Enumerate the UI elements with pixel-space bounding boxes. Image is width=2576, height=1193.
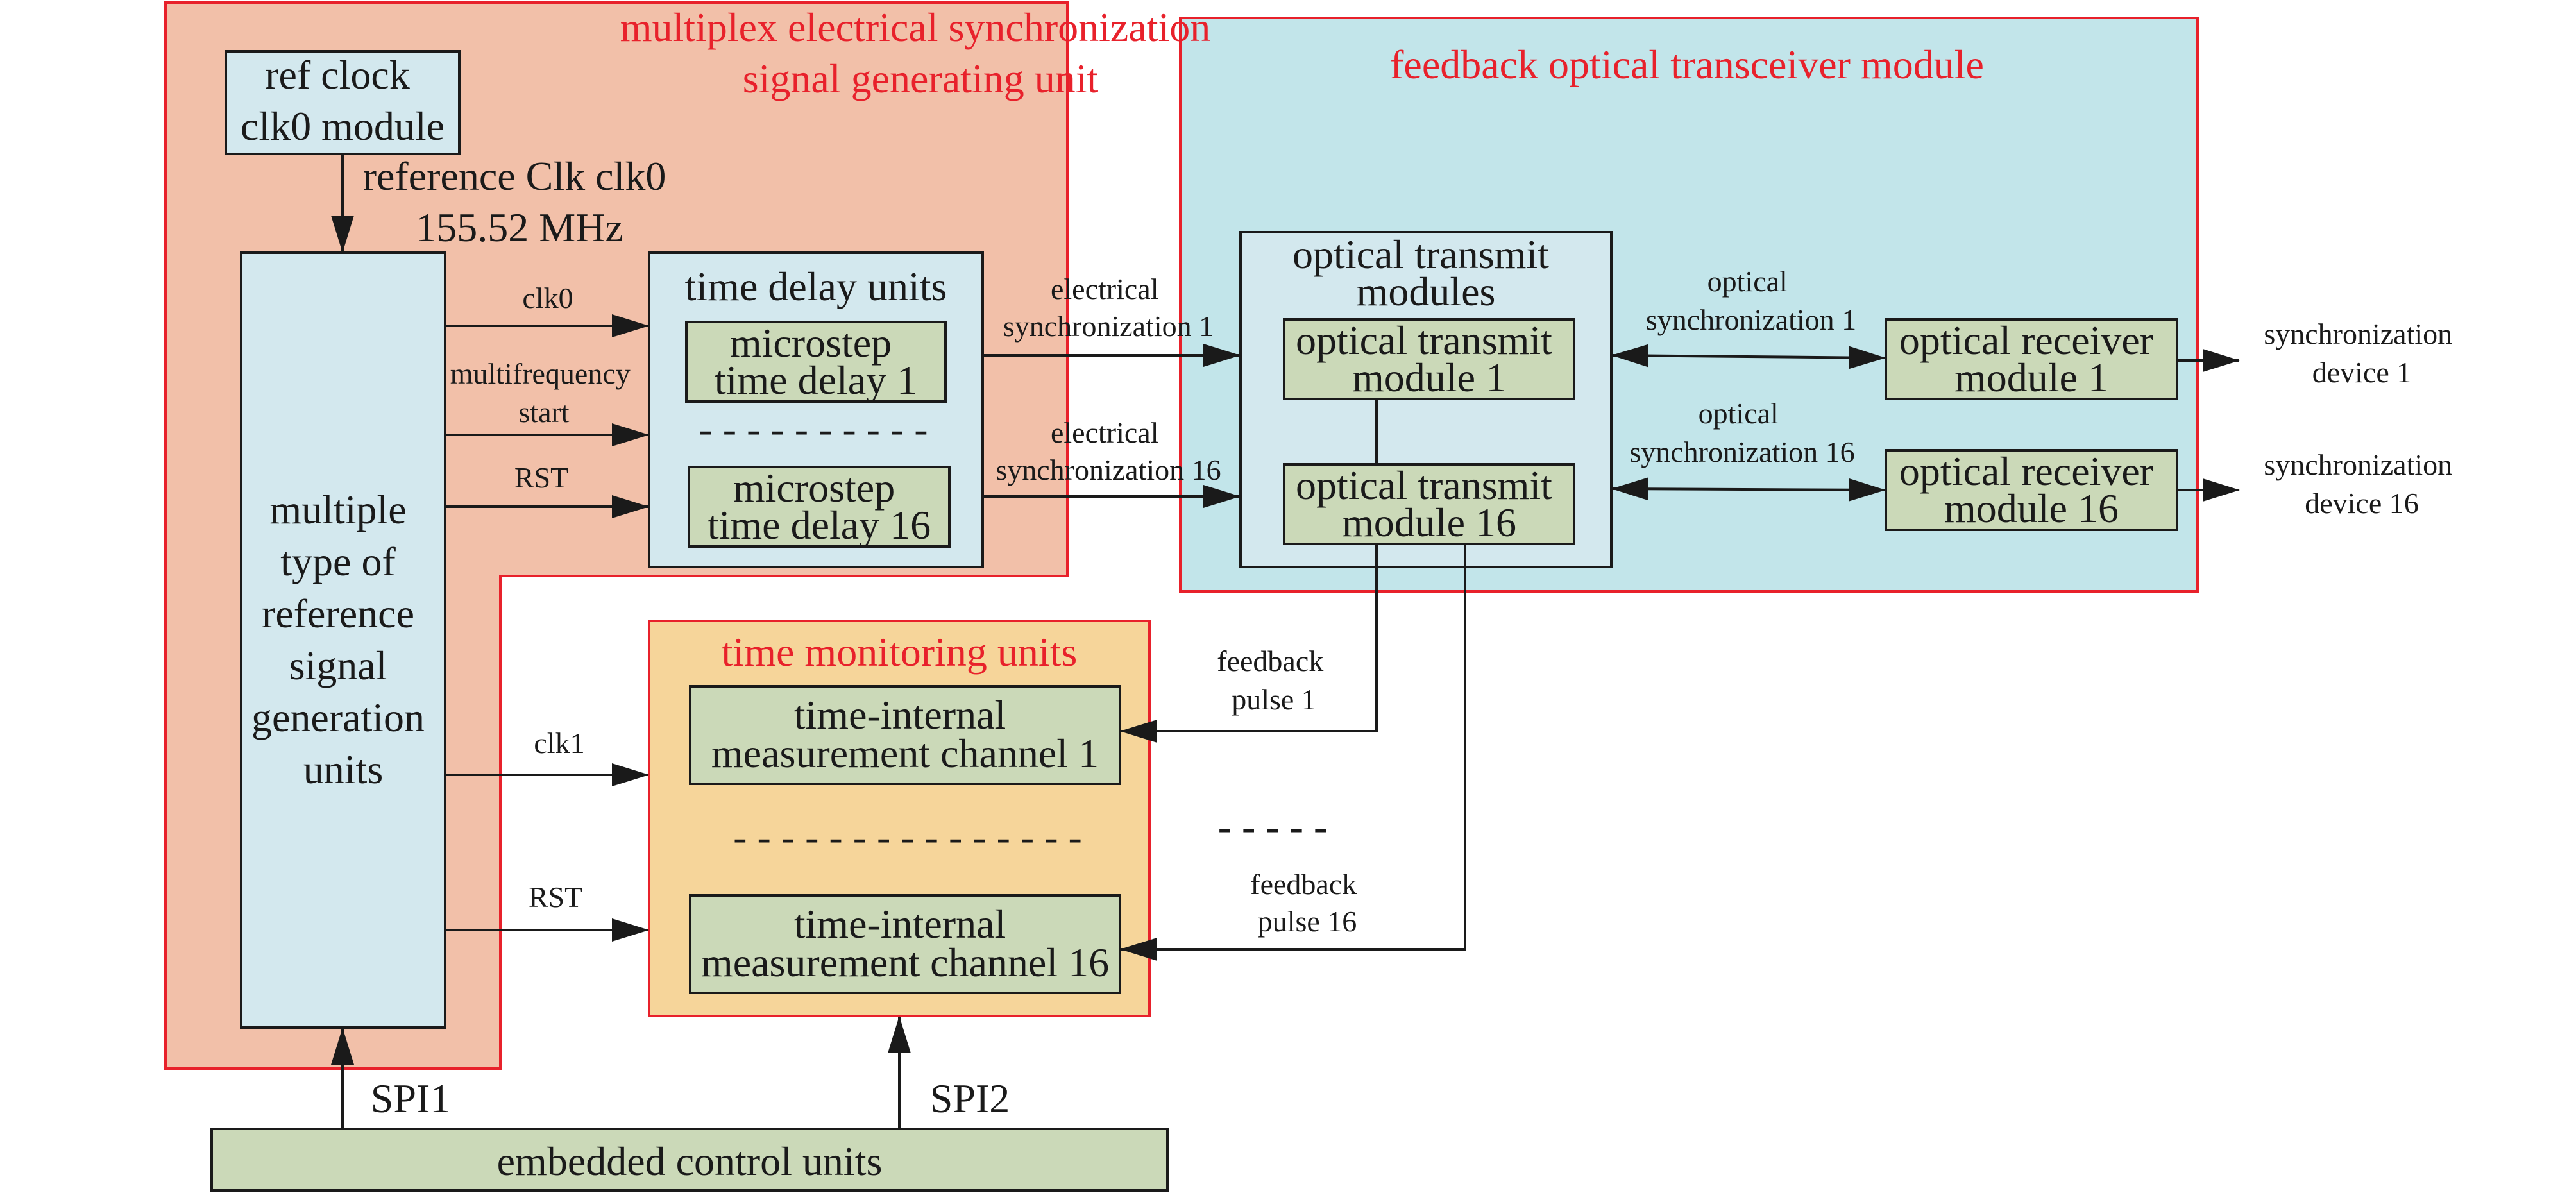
rst-top-label: RST	[514, 461, 568, 494]
reference-generator-box	[240, 251, 446, 1029]
embedded-control-label: embedded control units	[497, 1138, 883, 1184]
electrical-sync-16-label: electrical synchronization 16	[996, 416, 1221, 486]
feedback-dashes: - - - - -	[1218, 804, 1328, 849]
multifrequency-start-label: multifrequency start	[450, 357, 638, 428]
feedback-pulse-16-label: feedback pulse 16	[1250, 868, 1364, 938]
microstep-delay-16-box	[688, 466, 951, 548]
optical-receiver-1-label: optical receiver module 1	[1899, 317, 2164, 400]
optical-transmit-16-label: optical transmit module 16	[1296, 462, 1563, 545]
optical-sync-16-label: optical synchronization 16	[1629, 397, 1854, 468]
measurement-channel-16-box	[689, 894, 1121, 994]
clk0-label: clk0	[522, 282, 573, 314]
feedback-region-title: feedback optical transceiver module	[1390, 42, 1984, 87]
optical-receiver-16-label: optical receiver module 16	[1899, 448, 2164, 531]
ref-clock-box	[225, 50, 461, 155]
time-delay-units-title: time delay units	[685, 264, 947, 309]
feedback-pulse-1-arrow	[1120, 544, 1378, 743]
measurement-channel-16-label: time-internal measurement channel 16	[701, 901, 1109, 985]
measurement-channel-1-box	[689, 685, 1121, 785]
spi2-label: SPI2	[930, 1076, 1010, 1121]
measurement-channel-1-label: time-internal measurement channel 1	[711, 692, 1099, 776]
embedded-control-box	[210, 1128, 1169, 1192]
feedback-pulse-16-arrow	[1120, 544, 1466, 961]
sync-device-1-label: synchronization device 1	[2264, 317, 2459, 389]
measurement-dashes: - - - - - - - - - - - - - - -	[733, 814, 1082, 859]
electrical-sync-1-label: electrical synchronization 1	[1003, 273, 1214, 343]
spi1-label: SPI1	[371, 1076, 451, 1121]
ref-clock-label: ref clock clk0 module	[241, 52, 445, 149]
optical-receiver-16-box	[1885, 449, 2178, 531]
microstep-delay-16-label: microstep time delay 16	[708, 465, 931, 548]
clk1-label: clk1	[534, 727, 584, 759]
multiplex-region-title: multiplex electrical synchronization sig…	[620, 4, 1221, 101]
microstep-delay-1-label: microstep time delay 1	[715, 320, 917, 403]
rst-bottom-label: RST	[529, 881, 582, 913]
microstep-delay-1-box	[685, 321, 947, 403]
optical-sync-16-arrow	[1611, 477, 1886, 502]
reference-generator-label: multiple type of reference signal genera…	[251, 487, 435, 792]
optical-transmit-modules-title: optical transmit modules	[1292, 232, 1559, 314]
delay-dashes: - - - - - - - - - -	[699, 406, 928, 452]
sync-device-16-label: synchronization device 16	[2264, 448, 2459, 520]
optical-transmit-1-box	[1283, 318, 1575, 400]
reference-clk-label: reference Clk clk0 155.52 MHz	[363, 153, 677, 250]
optical-transmit-16-box	[1283, 463, 1575, 545]
optical-sync-1-label: optical synchronization 1	[1646, 265, 1856, 336]
optical-transmit-1-label: optical transmit module 1	[1296, 317, 1563, 400]
feedback-pulse-1-label: feedback pulse 1	[1217, 645, 1331, 716]
optical-receiver-1-box	[1885, 318, 2178, 400]
optical-sync-1-arrow	[1611, 344, 1886, 369]
monitoring-region-title: time monitoring units	[722, 629, 1078, 675]
